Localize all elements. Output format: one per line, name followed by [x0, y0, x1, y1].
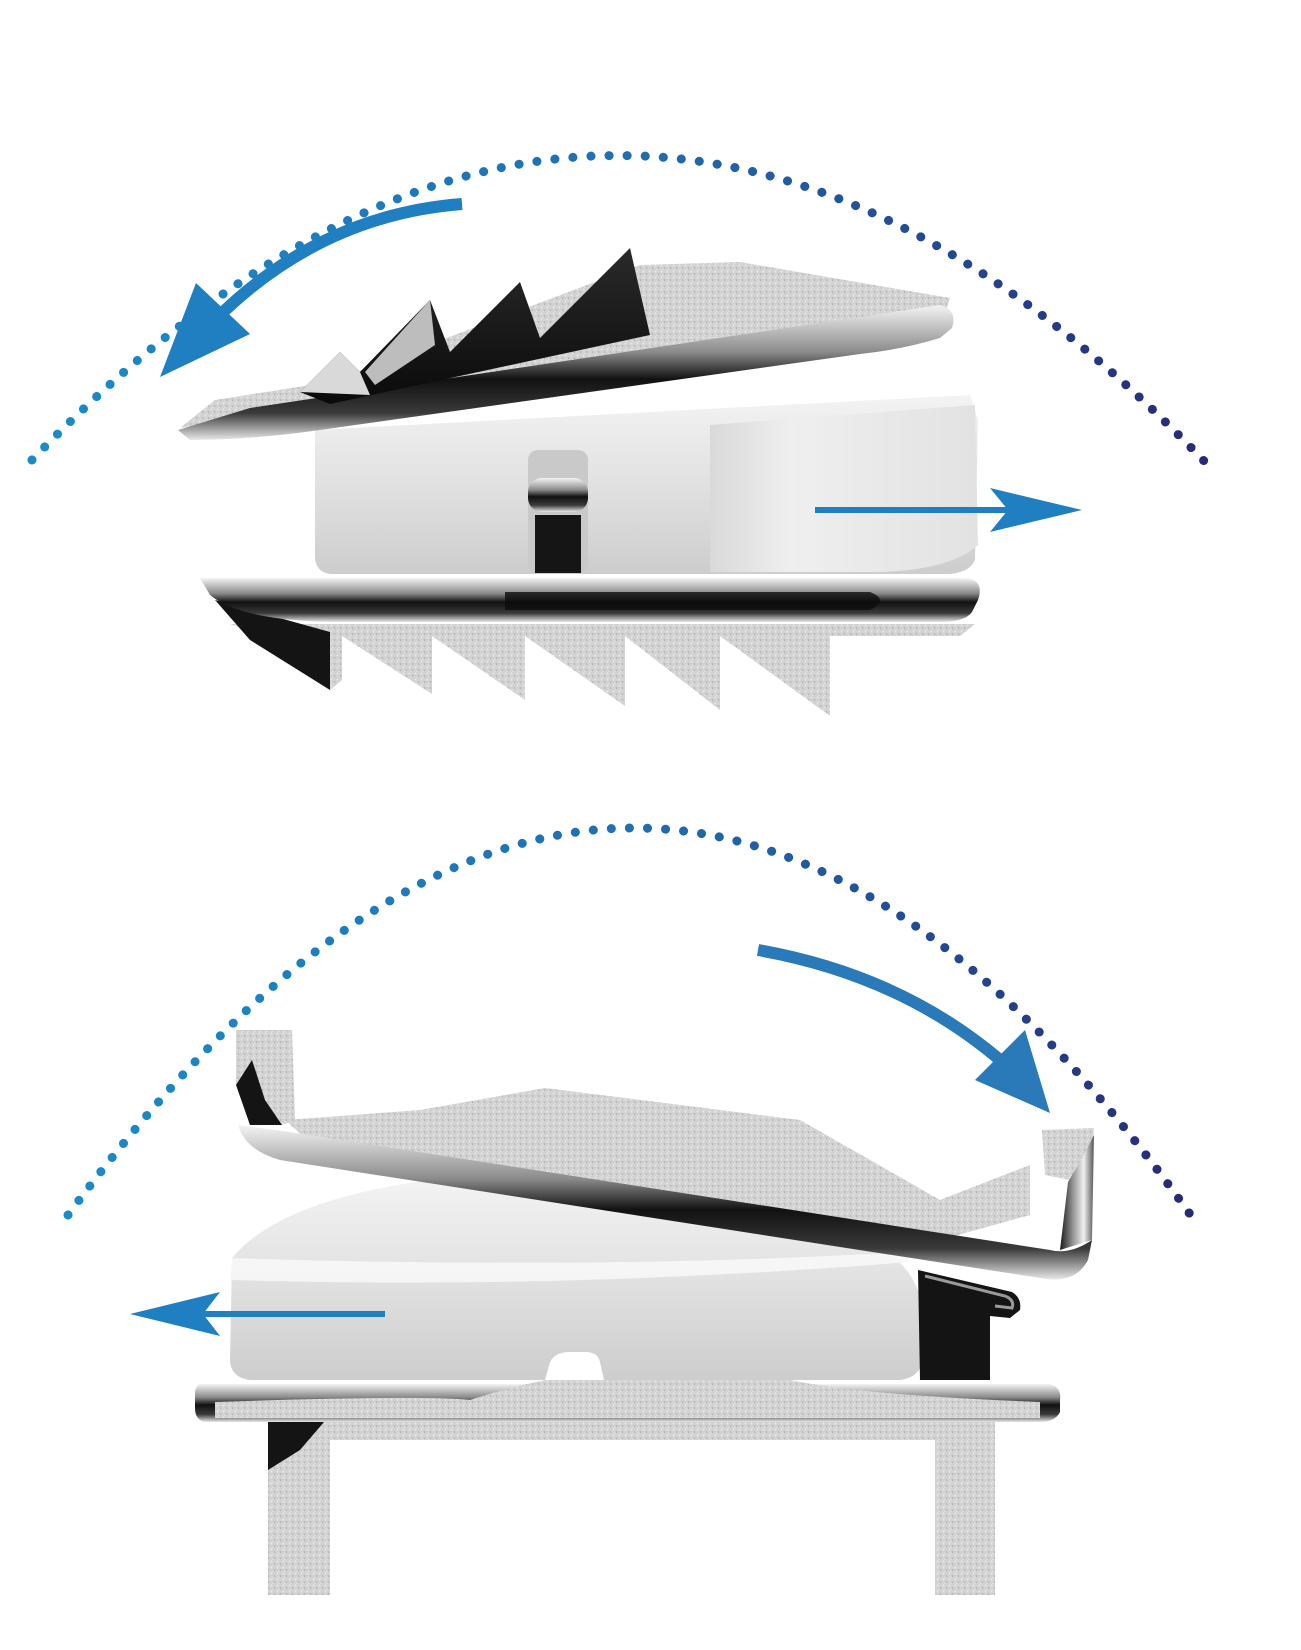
bottom-panel: [63, 823, 1197, 1595]
bottom-motion-arc: [63, 823, 1197, 1222]
bottom-rotation-arrow: [756, 944, 1050, 1113]
top-panel: [27, 151, 1210, 716]
top-inferior-endplate: [200, 578, 980, 622]
bottom-inferior-endplate: [195, 1368, 1061, 1422]
bottom-inferior-feet: [268, 1410, 995, 1595]
bottom-translation-arrow: [130, 1292, 385, 1336]
top-superior-endplate: [178, 248, 954, 440]
top-rotation-arrow: [160, 198, 463, 377]
top-translation-arrow: [815, 488, 1082, 532]
top-inferior-teeth: [215, 600, 975, 716]
top-core: [315, 395, 978, 574]
bottom-superior-endplate: [236, 1030, 1094, 1280]
